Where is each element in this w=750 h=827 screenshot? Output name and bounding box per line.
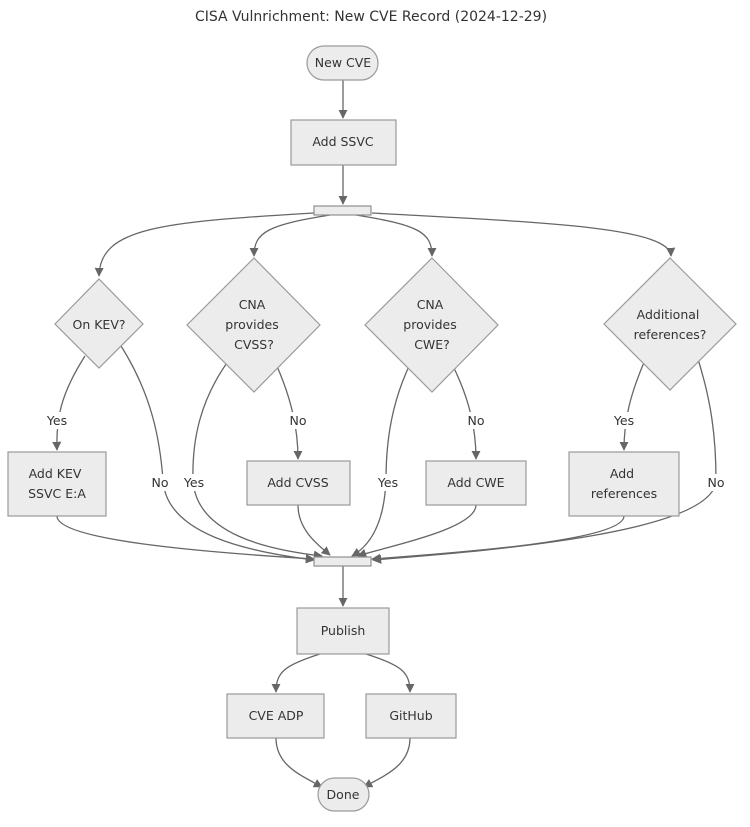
node-on-kev: On KEV? — [54, 278, 144, 369]
node-on-kev-label: On KEV? — [72, 317, 125, 332]
edge-cveadp-done — [275, 737, 323, 788]
node-cve-adp-label: CVE ADP — [249, 708, 304, 723]
edge-label-cwe-yes: Yes — [377, 475, 398, 490]
node-additional-references-line1: Additional — [637, 307, 700, 322]
node-done-label: Done — [327, 787, 360, 802]
edge-label-cvss-no: No — [290, 413, 307, 428]
node-add-kev: Add KEV SSVC E:A — [7, 451, 107, 517]
node-add-ssvc-label: Add SSVC — [312, 134, 374, 149]
node-add-cvss-label: Add CVSS — [267, 475, 328, 490]
edge-fork-cvss — [249, 214, 331, 257]
node-new-cve: New CVE — [306, 45, 379, 81]
node-cna-cwe: CNA provides CWE? — [364, 257, 499, 393]
node-done: Done — [317, 777, 370, 812]
node-publish: Publish — [296, 607, 390, 655]
edge-label-refs-no: No — [708, 475, 725, 490]
node-add-cwe: Add CWE — [425, 460, 527, 506]
node-additional-references-label: Additional references? — [634, 307, 707, 342]
node-cna-cwe-line2: provides — [403, 317, 456, 332]
edge-cwe-yes — [351, 359, 413, 557]
node-new-cve-label: New CVE — [315, 55, 372, 70]
edge-cvss-yes — [192, 359, 323, 560]
node-additional-references: Additional references? — [603, 257, 737, 391]
node-additional-references-line2: references? — [634, 327, 707, 342]
node-add-kev-label: Add KEV SSVC E:A — [28, 466, 86, 501]
edge-addkev-join — [56, 515, 315, 564]
edge-publish-github — [365, 653, 415, 693]
node-cna-cvss-line2: provides — [225, 317, 278, 332]
edges — [52, 80, 717, 788]
node-cna-cvss-label: CNA provides CVSS? — [225, 297, 282, 352]
edge-label-refs-yes: Yes — [613, 413, 634, 428]
edge-label-cwe-no: No — [468, 413, 485, 428]
edge-kev-yes — [52, 355, 86, 451]
node-cna-cwe-label: CNA provides CWE? — [403, 297, 460, 352]
edge-label-kev-yes: Yes — [46, 413, 67, 428]
edge-fork-cwe — [355, 214, 437, 257]
node-add-kev-line2: SSVC E:A — [28, 486, 86, 501]
node-github-label: GitHub — [389, 708, 432, 723]
node-cna-cwe-line3: CWE? — [414, 337, 450, 352]
node-add-kev-line1: Add KEV — [29, 466, 82, 481]
node-add-ssvc: Add SSVC — [290, 119, 397, 166]
node-add-cvss: Add CVSS — [246, 460, 351, 506]
edge-cvss-no — [275, 363, 303, 460]
node-add-references-line1: Add — [610, 466, 634, 481]
node-add-cwe-label: Add CWE — [447, 475, 504, 490]
node-publish-label: Publish — [321, 623, 366, 638]
edge-addrefs-join — [371, 515, 625, 563]
node-add-references: Add references — [568, 451, 680, 517]
edge-addcwe-join — [357, 504, 477, 558]
edge-label-cvss-yes: Yes — [183, 475, 204, 490]
edge-github-done — [363, 737, 411, 788]
node-add-references-label: Add references — [591, 466, 657, 501]
edge-label-kev-no: No — [152, 475, 169, 490]
node-github: GitHub — [365, 693, 457, 739]
node-cna-cvss-line1: CNA — [239, 297, 266, 312]
node-add-references-line2: references — [591, 486, 657, 501]
edge-labels: Yes No Yes No Yes No Yes No — [43, 412, 726, 491]
edge-cwe-no — [451, 363, 481, 460]
node-cna-cvss-line3: CVSS? — [234, 337, 274, 352]
node-cna-cwe-line1: CNA — [417, 297, 444, 312]
edge-refs-yes — [619, 359, 646, 451]
join-bar — [313, 556, 372, 567]
node-cna-cvss: CNA provides CVSS? — [186, 257, 321, 393]
edge-fork-refs — [371, 212, 676, 257]
node-cve-adp: CVE ADP — [226, 693, 325, 739]
edge-fork-kev — [94, 212, 315, 277]
edge-publish-cveadp — [271, 653, 321, 693]
diagram-title: CISA Vulnrichment: New CVE Record (2024-… — [195, 9, 547, 25]
edge-addcvss-join — [297, 504, 331, 556]
fork-bar — [313, 205, 372, 216]
